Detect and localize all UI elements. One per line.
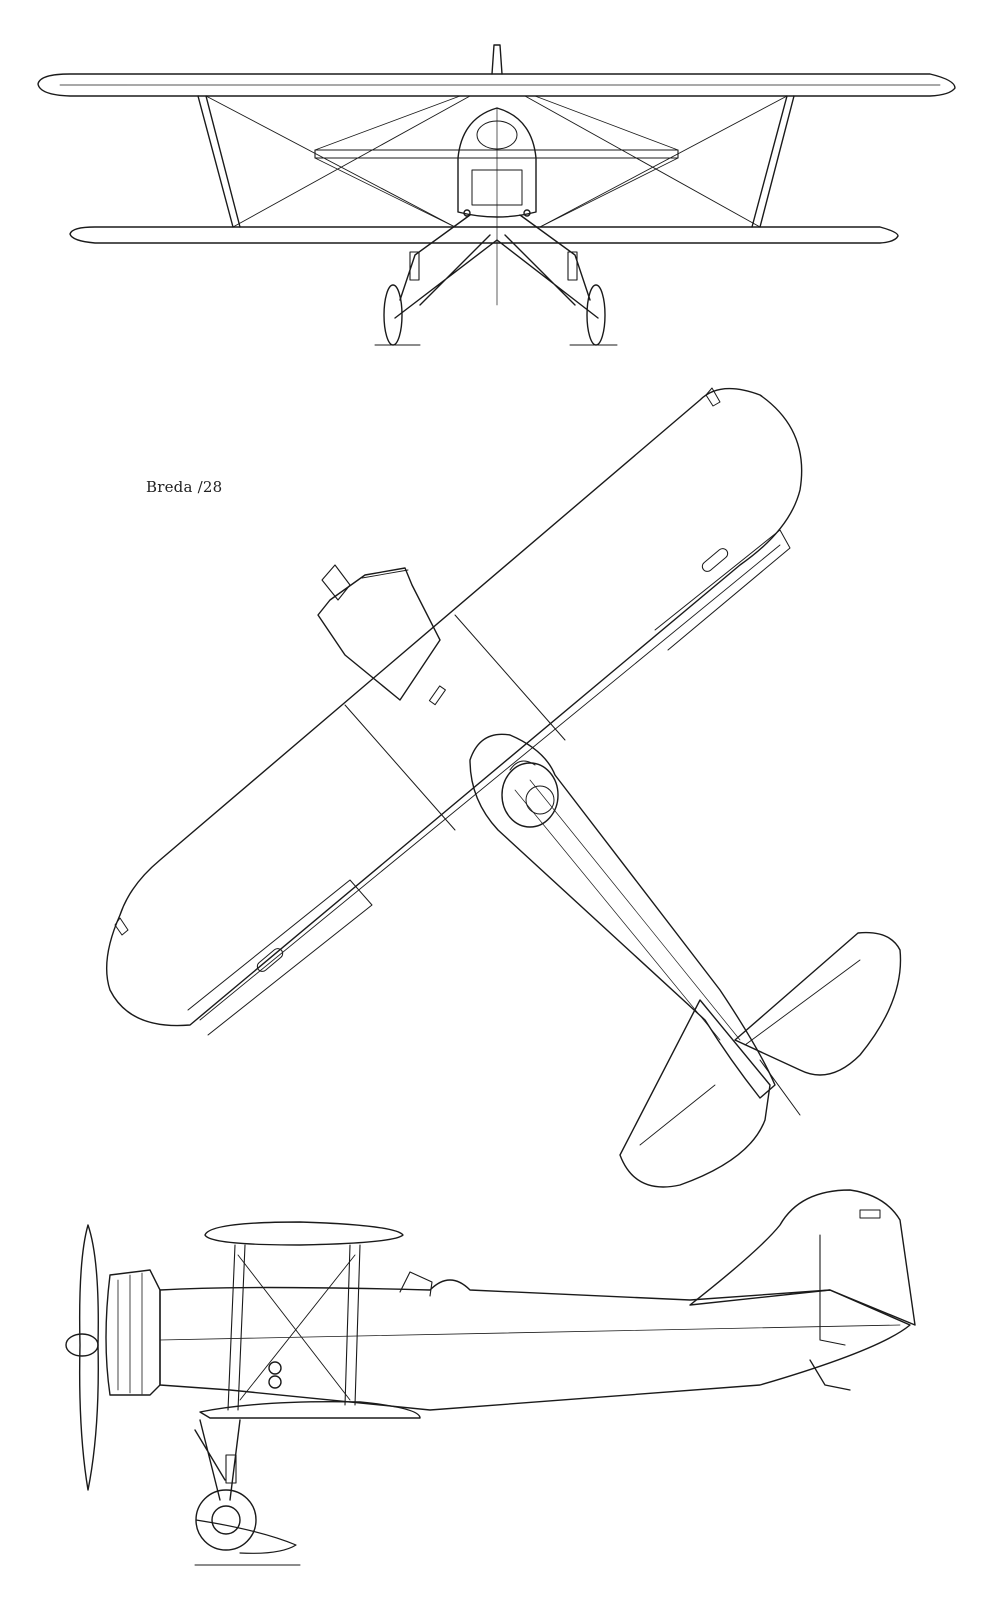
wheel-right — [587, 285, 605, 345]
interplane-strut-right — [752, 96, 794, 227]
plan-cockpit — [502, 763, 558, 827]
landing-gear — [395, 215, 598, 318]
side-lower-wing — [200, 1402, 420, 1418]
plan-fuselage — [470, 734, 775, 1098]
front-view — [38, 45, 955, 345]
interplane-strut-left — [198, 96, 240, 227]
plan-wing — [107, 389, 802, 1026]
fuselage-front — [458, 108, 536, 217]
plan-view — [107, 388, 901, 1187]
plan-tailplane-left — [620, 1000, 770, 1187]
side-wheel — [196, 1490, 256, 1550]
side-engine — [106, 1270, 160, 1395]
drawing-caption: Breda /28 — [146, 478, 223, 496]
side-upper-wing — [205, 1222, 403, 1245]
plan-tailplane-right — [735, 933, 901, 1075]
propeller — [80, 1225, 99, 1490]
side-view — [66, 1190, 915, 1565]
side-landing-gear — [195, 1420, 240, 1500]
side-fin — [690, 1190, 915, 1325]
side-fuselage — [160, 1280, 910, 1410]
fin — [492, 45, 502, 74]
lower-wing — [70, 227, 898, 243]
plan-engine — [318, 568, 440, 700]
upper-wing — [38, 74, 955, 96]
